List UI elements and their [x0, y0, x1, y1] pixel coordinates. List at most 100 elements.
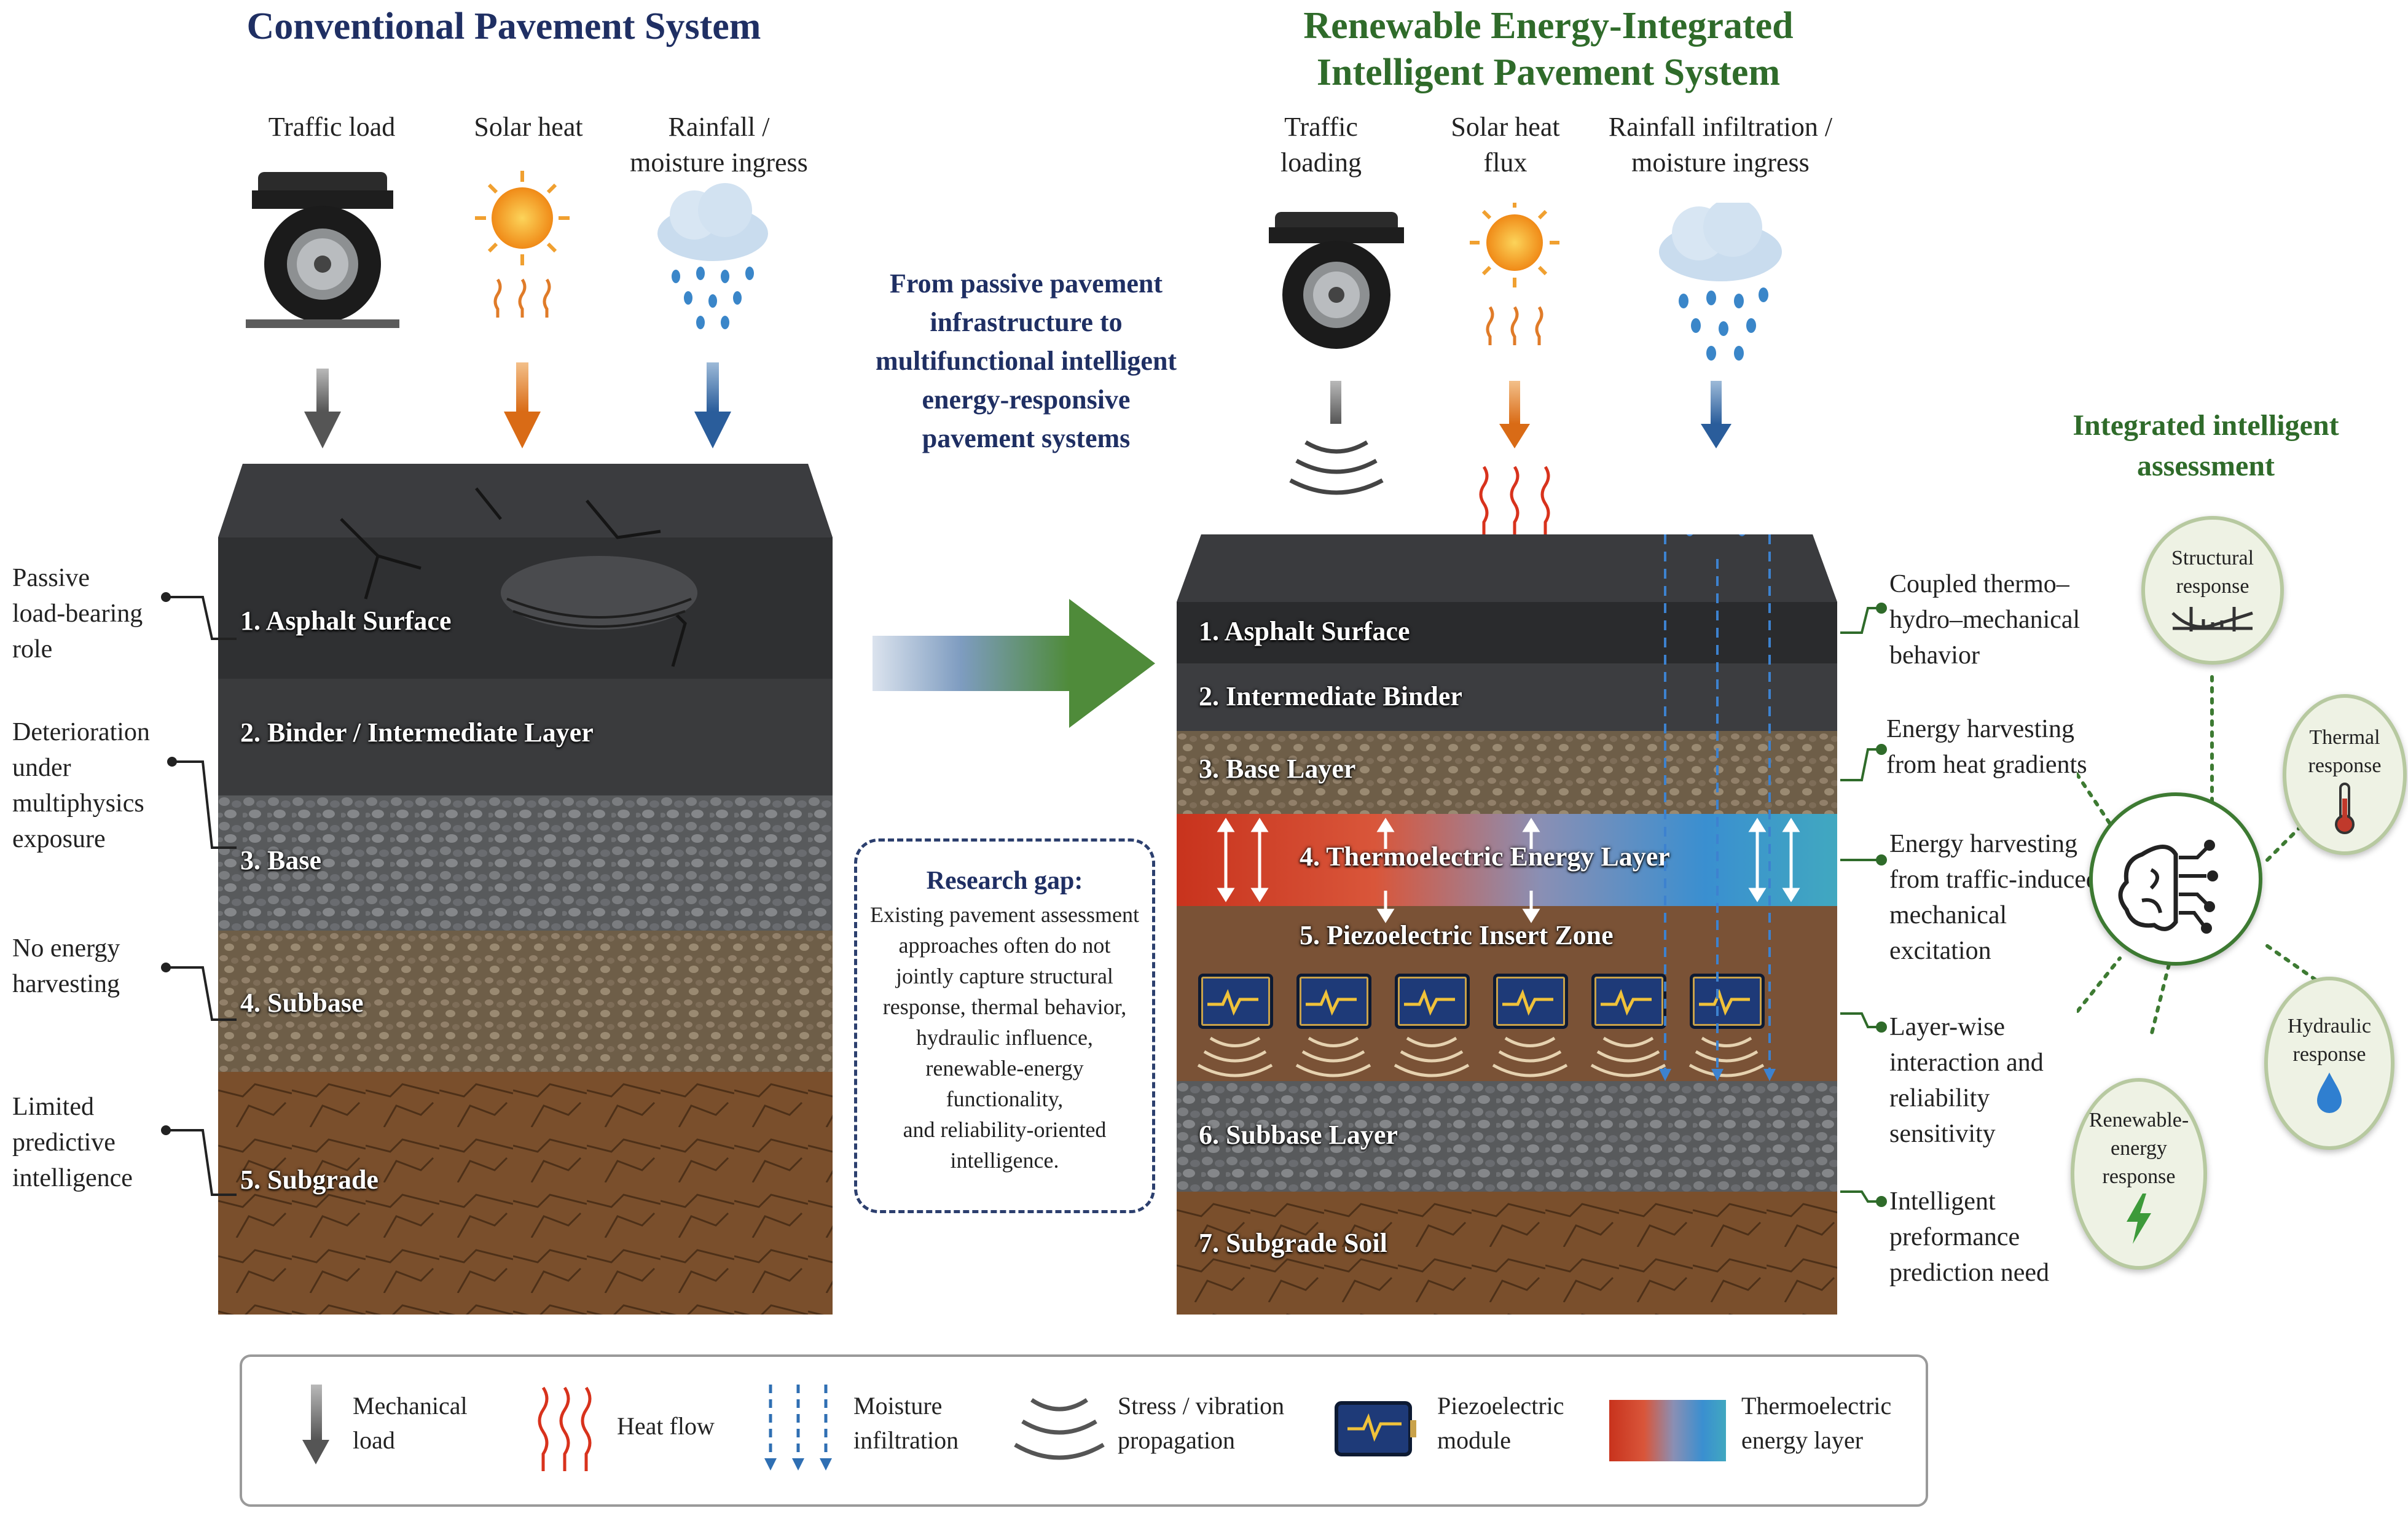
layer-label: 2. Binder / Intermediate Layer [240, 717, 594, 748]
legend-piezoelectric-module: Piezoelectric module [1437, 1389, 1564, 1458]
line: predictive [12, 1128, 116, 1157]
line: intelligence [12, 1164, 133, 1192]
bridge-icon [2171, 607, 2253, 631]
dashed-arrows-icon [764, 1385, 832, 1471]
line: Thermal [2309, 726, 2380, 749]
node-text: Structural response [2145, 544, 2280, 601]
line: under [12, 754, 71, 782]
left-annotation-limited: Limited predictive intelligence [12, 1089, 133, 1196]
line: module [1437, 1426, 1511, 1454]
left-annotation-passive: Passive load-bearing role [12, 560, 143, 667]
texture [218, 795, 833, 931]
lightning-icon [2127, 1194, 2151, 1244]
legend-mechanical-load: Mechanical load [353, 1389, 468, 1458]
node-text: Renewable- energy response [2074, 1106, 2203, 1191]
line: approaches often do not [898, 933, 1111, 958]
right-pavement-block: 1. Asphalt Surface 2. Intermediate Binde… [1177, 534, 1837, 1315]
right-layer-base: 3. Base Layer [1177, 731, 1837, 816]
line: harvesting [12, 970, 120, 998]
line: infrastructure to [930, 307, 1123, 337]
label-line: Traffic load [268, 112, 396, 142]
truck-wheel-icon [246, 172, 399, 328]
label-line: Rainfall / [668, 112, 770, 142]
truck-wheel-icon [1269, 212, 1404, 349]
right-panel-title: Renewable Energy-Integrated Intelligent … [1204, 2, 1892, 96]
texture [1177, 731, 1837, 814]
sun-icon [475, 171, 570, 318]
layer-label: 3. Base [240, 845, 321, 875]
label-line: Traffic [1284, 112, 1358, 142]
layer-label: 3. Base Layer [1199, 754, 1356, 784]
line: response, thermal behavior, [882, 994, 1127, 1019]
right-layer-binder: 2. Intermediate Binder [1177, 663, 1837, 733]
line: excitation [1889, 937, 1991, 965]
line: Heat flow [617, 1412, 715, 1440]
left-asphalt-top [218, 464, 833, 679]
left-annotation-no-energy: No energy harvesting [12, 931, 120, 1002]
layer-label: 2. Intermediate Binder [1199, 681, 1462, 711]
label-line: moisture ingress [1631, 147, 1810, 178]
line: multiphysics [12, 789, 144, 818]
research-gap-box: Research gap: Existing pavement assessme… [854, 838, 1155, 1213]
transition-text: From passive pavement infrastructure to … [842, 264, 1210, 458]
assessment-title: Integrated intelligent assessment [2022, 405, 2390, 486]
piezo-module-icon [1395, 974, 1470, 1029]
right-block-overlays [1197, 534, 1800, 1081]
assessment-node-renewable: Renewable- energy response [2071, 1078, 2207, 1270]
label-line: loading [1280, 147, 1362, 178]
texture [218, 1072, 833, 1315]
heat-wave-icon [538, 1386, 592, 1471]
layer-label: 6. Subbase Layer [1199, 1120, 1398, 1150]
line: hydraulic influence, [916, 1025, 1093, 1050]
legend: Mechanical load Heat flow Moisture infil… [240, 1354, 1928, 1507]
line: multifunctional intelligent [875, 346, 1177, 376]
assessment-node-thermal: Thermal response [2283, 694, 2407, 855]
label-line: flux [1483, 147, 1528, 178]
line: From passive pavement [889, 268, 1163, 299]
thermoelectric-gradient-icon [1177, 814, 1837, 906]
right-annotation-prediction: Intelligent preformance prediction need [1889, 1184, 2049, 1291]
line: propagation [1118, 1426, 1236, 1454]
line: load [353, 1426, 395, 1454]
water-drop-icon [2317, 1073, 2342, 1113]
line: response [2292, 1043, 2366, 1066]
line: Stress / vibration [1118, 1392, 1285, 1420]
line: Passive [12, 564, 90, 592]
left-input-traffic-label: Traffic load [227, 109, 436, 145]
line: hydro–mechanical [1889, 606, 2081, 634]
label-line: Solar heat [474, 112, 583, 142]
line: No energy [12, 934, 120, 963]
line: role [12, 635, 53, 663]
line: response [2102, 1165, 2176, 1188]
line: prediction need [1889, 1259, 2050, 1287]
texture [1177, 1192, 1837, 1315]
line: Limited [12, 1093, 94, 1121]
line: Coupled thermo– [1889, 570, 2069, 598]
assessment-node-hydraulic: Hydraulic response [2264, 977, 2394, 1150]
line: jointly capture structural [896, 964, 1113, 988]
line: energy [2111, 1137, 2167, 1160]
piezo-module-icon [1296, 974, 1371, 1029]
right-annotation-coupled: Coupled thermo– hydro–mechanical behavio… [1889, 566, 2080, 673]
texture [218, 931, 833, 1072]
line: renewable-energy functionality, [925, 1056, 1084, 1111]
node-text: Hydraulic response [2268, 1012, 2391, 1069]
legend-thermoelectric-layer: Thermoelectric energy layer [1741, 1389, 1891, 1458]
title-line: Renewable Energy-Integrated [1303, 5, 1794, 47]
rain-cloud-icon [657, 183, 768, 329]
vibration-arcs-icon [1014, 1398, 1105, 1460]
line: Renewable- [2088, 1109, 2189, 1131]
legend-heat-flow: Heat flow [617, 1409, 715, 1444]
down-arrow-icon [302, 1385, 329, 1464]
line: pavement systems [922, 423, 1131, 453]
line: energy-responsive [922, 385, 1131, 415]
left-layer-base: 3. Base [218, 795, 833, 932]
left-input-solar-label: Solar heat [424, 109, 633, 145]
node-text: Thermal response [2286, 724, 2403, 780]
line: reliability [1889, 1084, 1990, 1112]
line: Hydraulic [2288, 1015, 2371, 1037]
line: infiltration [853, 1426, 959, 1454]
line: mechanical [1889, 901, 2007, 929]
line: Layer-wise [1889, 1013, 2006, 1041]
